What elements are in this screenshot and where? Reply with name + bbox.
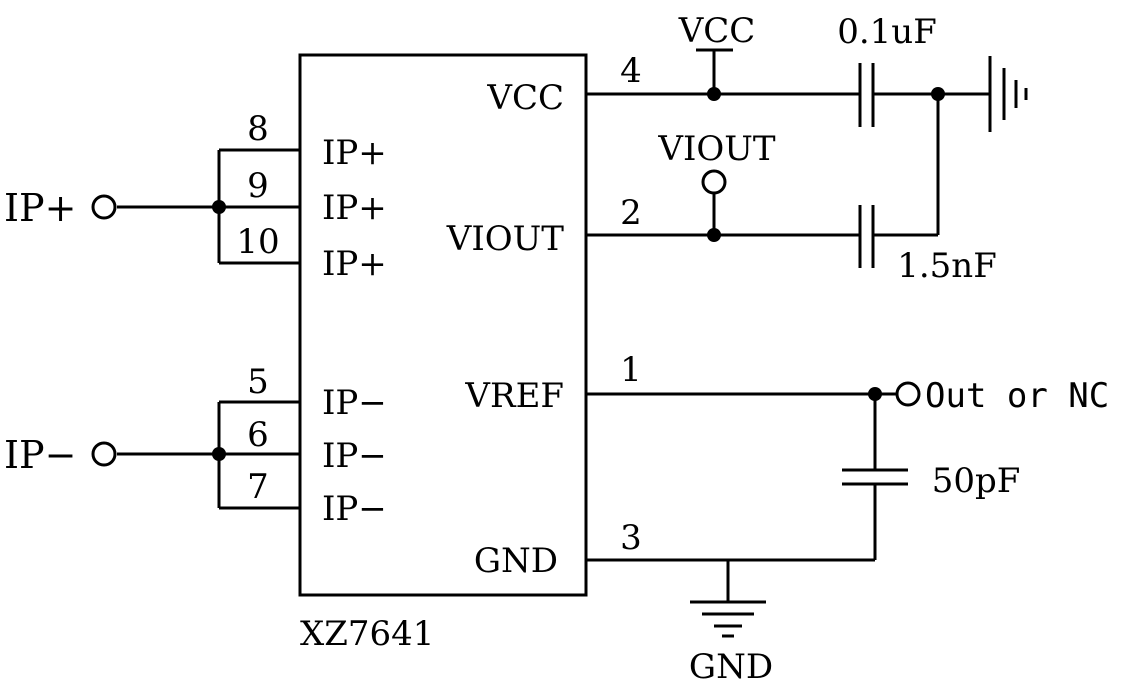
net-label-out-nc: Out or NC bbox=[925, 376, 1109, 416]
ic-body bbox=[298, 53, 588, 597]
pin-number: 1 bbox=[620, 350, 642, 390]
terminal-ip-minus bbox=[91, 441, 117, 467]
net-label-viout: VIOUT bbox=[657, 129, 776, 169]
pin-number: 3 bbox=[620, 518, 642, 558]
pin-number: 6 bbox=[247, 415, 269, 455]
terminal-out-nc bbox=[895, 381, 921, 407]
net-label-gnd: GND bbox=[689, 647, 773, 687]
junction-ip-plus bbox=[212, 200, 226, 214]
pin-label: IP+ bbox=[322, 188, 387, 228]
input-label-ip-minus: IP− bbox=[4, 433, 76, 477]
component-value-c-vref: 50pF bbox=[932, 461, 1021, 501]
pin-label: IP+ bbox=[322, 133, 387, 173]
pin-number: 2 bbox=[620, 193, 642, 233]
pin-label: GND bbox=[474, 541, 558, 581]
component-value-c-vcc: 0.1uF bbox=[837, 12, 937, 52]
pin-label: VIOUT bbox=[446, 219, 565, 259]
pin-number: 8 bbox=[247, 109, 269, 149]
pin-label: IP− bbox=[322, 489, 387, 529]
junction-ip-minus bbox=[212, 447, 226, 461]
terminal-ip-plus bbox=[91, 194, 117, 220]
pin-label: VREF bbox=[464, 376, 564, 416]
pin-label: IP− bbox=[322, 383, 387, 423]
pin-number: 10 bbox=[236, 222, 279, 262]
component-value-c-viout: 1.5nF bbox=[897, 246, 997, 286]
pin-number: 4 bbox=[620, 51, 642, 91]
net-label-vcc: VCC bbox=[678, 11, 756, 51]
input-label-ip-plus: IP+ bbox=[4, 186, 76, 230]
pin-label: IP− bbox=[322, 436, 387, 476]
junction-viout bbox=[707, 228, 721, 242]
pin-label: IP+ bbox=[322, 244, 387, 284]
pin-label: VCC bbox=[486, 78, 564, 118]
chip-name: XZ7641 bbox=[300, 614, 434, 654]
pin-number: 7 bbox=[247, 467, 269, 507]
pin-number: 9 bbox=[247, 166, 269, 206]
terminal-viout bbox=[701, 169, 727, 195]
junction-vcc bbox=[707, 87, 721, 101]
pin-number: 5 bbox=[247, 362, 269, 402]
